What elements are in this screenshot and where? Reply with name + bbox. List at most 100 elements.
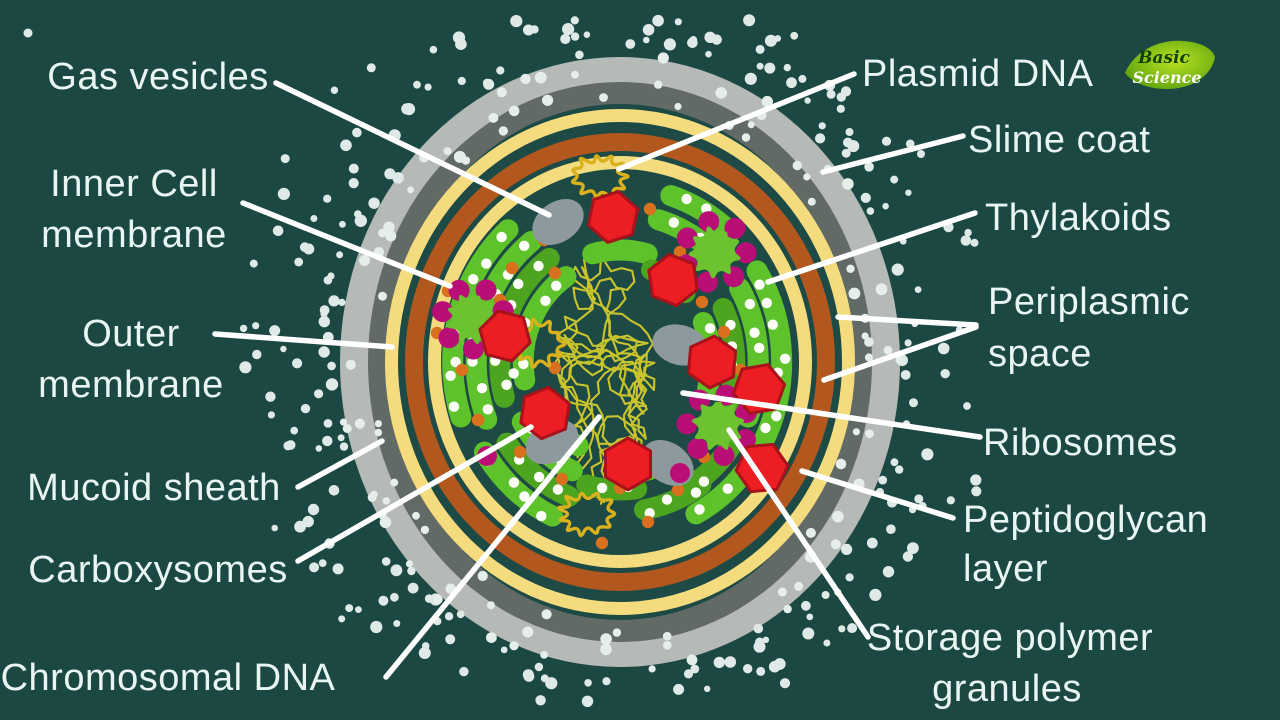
slime-dot xyxy=(290,426,299,435)
thylakoid-dot xyxy=(536,510,547,522)
gas-vesicles-line xyxy=(273,80,552,218)
slime-dot xyxy=(773,658,786,670)
label-mucoid-sheath: Mucoid sheath xyxy=(27,467,281,509)
label-outer-membrane-2: membrane xyxy=(38,364,224,406)
sheath-dot xyxy=(385,230,397,242)
slime-dot xyxy=(886,524,896,534)
thylakoid-dot xyxy=(448,401,460,412)
slime-dot xyxy=(323,275,333,285)
slime-dot xyxy=(895,465,904,474)
sheath-dot xyxy=(359,255,370,266)
ribosome-dot xyxy=(595,536,609,550)
ribosome-dot xyxy=(641,515,655,529)
thylakoid-dot xyxy=(596,482,608,494)
slime-dot xyxy=(917,150,925,158)
slime-dot xyxy=(560,33,571,45)
logo-text-basic: Basic xyxy=(1137,48,1190,68)
sheath-dot xyxy=(654,80,663,89)
sheath-dot xyxy=(741,133,751,142)
slime-dot xyxy=(280,154,290,164)
slime-dot xyxy=(960,235,972,246)
thylakoid-dot xyxy=(496,231,507,243)
sheath-dot xyxy=(405,560,414,568)
sheath-dot xyxy=(345,359,356,370)
slime-dot xyxy=(900,370,911,380)
slime-dot xyxy=(602,677,611,686)
label-periplasmic-2: space xyxy=(988,333,1092,375)
slime-dot xyxy=(801,600,811,611)
thylakoid-dot xyxy=(698,476,710,487)
ribosomes-line xyxy=(680,390,983,440)
sheath-dot xyxy=(433,594,443,605)
sheath-dot xyxy=(420,525,430,535)
sheath-dot xyxy=(612,628,622,637)
slime-dot xyxy=(390,564,403,577)
slime-dot xyxy=(424,83,432,91)
sheath-dot xyxy=(534,71,547,84)
slime-dot xyxy=(764,62,776,74)
sheath-dot xyxy=(496,87,507,98)
sheath-dot xyxy=(747,121,755,129)
slime-dot xyxy=(914,494,924,504)
slime-dot xyxy=(413,80,421,89)
slime-dot xyxy=(841,543,853,556)
ribosome-dot xyxy=(671,483,685,497)
thylakoid-dot xyxy=(551,280,562,291)
slime-dot xyxy=(882,202,889,210)
thylakoid-dot xyxy=(694,504,705,515)
slime-dot xyxy=(970,474,982,486)
slime-dot xyxy=(337,434,345,442)
slime-dot xyxy=(642,24,655,36)
granule-dot xyxy=(724,217,746,239)
thylakoid-dot xyxy=(749,327,760,338)
slime-dot xyxy=(307,503,320,516)
slime-dot xyxy=(904,339,912,347)
slime-dot xyxy=(352,127,362,138)
slime-dot xyxy=(280,345,287,353)
slime-dot xyxy=(845,573,854,582)
sheath-dot xyxy=(674,102,682,111)
sheath-dot xyxy=(803,173,811,181)
sheath-dot xyxy=(852,428,861,436)
slime-dot xyxy=(315,445,323,452)
thylakoid-dot xyxy=(744,298,756,310)
slime-dot xyxy=(755,44,765,54)
slime-dot xyxy=(753,640,766,653)
slime-dot xyxy=(909,398,918,408)
slime-dot xyxy=(705,50,712,58)
thylakoid-dot xyxy=(445,370,456,381)
thylakoid-dot xyxy=(481,258,492,269)
sheath-dot xyxy=(520,73,531,85)
slime-dot xyxy=(583,31,591,38)
slime-dot xyxy=(338,615,346,623)
granule-dot xyxy=(462,338,484,360)
thylakoid-arc xyxy=(576,474,648,501)
sheath-dot xyxy=(792,160,802,171)
slime-dot xyxy=(354,210,362,218)
slime-dot xyxy=(252,349,262,360)
slime-dot xyxy=(303,243,315,255)
thylakoid-dot xyxy=(661,494,673,505)
slime-dot xyxy=(570,32,580,41)
sheath-dot xyxy=(846,264,855,273)
slime-dot xyxy=(562,23,575,36)
plasmid-dna-line xyxy=(616,71,857,172)
thylakoid-dot xyxy=(450,356,461,368)
inner-membrane-line xyxy=(240,200,453,289)
sheath-dot xyxy=(382,497,390,505)
thylakoid-dot xyxy=(501,379,512,390)
label-thylakoids: Thylakoids xyxy=(985,197,1172,239)
slime-dot xyxy=(318,346,330,358)
slime-dot xyxy=(860,192,871,203)
sheath-dot xyxy=(864,337,874,347)
sheath-dot xyxy=(895,356,903,364)
sheath-dot xyxy=(378,228,387,238)
sheath-dot xyxy=(794,581,804,591)
sheath-dot xyxy=(865,429,874,439)
label-peptidoglycan-1: Peptidoglycan xyxy=(963,499,1208,541)
carboxysomes-line xyxy=(295,424,534,564)
sheath-dot xyxy=(783,604,792,614)
thylakoid-dot xyxy=(519,491,530,502)
granule-dot xyxy=(676,227,698,249)
slime-dot xyxy=(545,677,558,690)
